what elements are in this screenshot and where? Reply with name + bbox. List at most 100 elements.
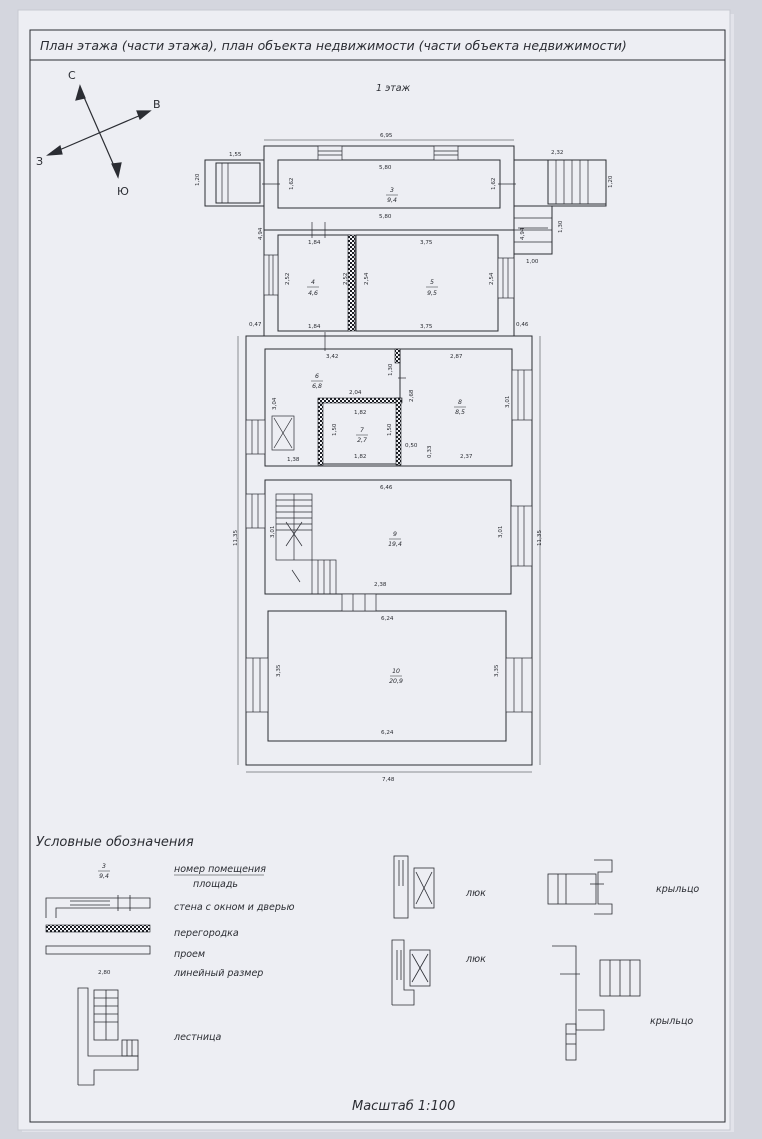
room-number: 8 [458,399,462,406]
dim-room3-right-h: 1,62 [491,178,497,190]
room-number: 4 [311,279,315,286]
legend-porch-2-wall [552,945,605,1031]
compass-east-label: В [153,98,161,111]
room-area: 6,8 [312,383,322,390]
window-left-10 [245,657,269,713]
dim-porch-right-w: 2,32 [551,150,563,156]
porch-left [204,159,265,207]
window-left-9 [245,493,266,529]
dim-room7-right: 1,50 [387,423,393,436]
dim-room7-bottom: 1,82 [354,454,366,460]
legend-area-label: площадь [193,879,238,890]
window-right-10 [505,657,533,713]
dim-room8-left: 2,68 [409,389,415,402]
dim-room5-left: 2,54 [364,272,370,285]
room-area: 8,5 [455,409,465,416]
legend-porch-label-2: крыльцо [650,1016,693,1027]
dim-room10-top: 6,24 [381,616,394,622]
porch-right-steps-box [547,159,607,205]
window-left-6 [245,419,266,455]
dim-room3-left-h: 1,62 [289,178,295,190]
legend-hatch-label-2: люк [465,954,486,965]
legend-hatch-2-sample [391,939,431,1006]
dim-porch-right-h: 1,20 [608,175,614,188]
paper [17,9,731,1131]
legend-stair-landing [121,1039,139,1057]
dim-room4-right: 2,52 [343,273,349,285]
legend-partition-label: перегородка [174,928,239,939]
dim-gap-left: 0,47 [249,322,262,328]
window-left-4 [263,254,279,296]
compass-south-label: Ю [117,185,129,198]
compass-we-line [49,111,149,155]
sheet-frame [29,29,726,1123]
room-number: 7 [360,427,364,434]
legend-porch-1-sample [547,859,613,915]
hatch-cross [285,521,303,547]
legend-dimension-value: 2,80 [98,970,111,976]
dim-room4-bottom: 1,84 [308,324,321,330]
dim-room8-bottom: 2,37 [460,454,473,460]
compass [46,84,152,179]
dim-room6-left: 3,04 [272,397,278,410]
window-top-2 [433,145,459,161]
room-number: 6 [315,373,319,380]
room-labels: 3 9,4 4 4,6 5 9,5 6 6,8 7 2,7 8 8,5 9 19… [307,187,466,685]
dim-small-h: 0,33 [427,445,433,458]
partition-corridor [394,348,401,364]
legend-porch-2-sample [552,945,641,1061]
legend-room-sample: 3 9,4 [98,863,110,880]
dim-total-right: 11,35 [537,530,543,546]
window-right-9 [510,505,533,567]
dim-room8-top: 2,87 [450,354,463,360]
dim-right-upper-h: 4,94 [520,227,526,240]
dim-room10-left: 3,35 [276,664,282,677]
legend-partition-sample [45,924,151,933]
legend-hatch-1-cross [415,871,433,905]
dim-room6-bottom: 1,38 [287,457,300,463]
dim-room5-right: 2,54 [489,272,495,285]
dim-side-stair-w: 1,00 [526,259,539,265]
legend-hatch-1-sample [393,855,435,919]
east-arrow-icon [136,110,152,120]
dim-porch-left-w: 1,55 [229,152,242,158]
legend-hatch-2-box [409,949,431,987]
legend-hatch-2-cross [411,953,429,983]
legend-opening-sample [45,945,151,955]
legend-porch-1-steps [547,873,597,905]
dim-room7-left: 1,50 [332,423,338,436]
legend-stair-label: лестница [173,1032,222,1043]
dim-room5-bottom: 3,75 [420,324,433,330]
room-area: 20,9 [389,678,403,685]
window-right-5 [497,257,515,299]
dim-room9-top: 6,46 [380,485,393,491]
dim-room9-left: 3,01 [270,525,276,538]
dim-left-upper-h: 4,94 [258,227,264,240]
dim-corridor-h: 1,30 [388,363,394,376]
legend-room-number-label: номер помещения [174,864,266,875]
hatch-room-6-box [271,415,295,451]
dim-room10-right: 3,35 [494,664,500,677]
outer-wall-lower [245,335,533,766]
dim-stair-w: 2,38 [374,582,387,588]
dim-room6-top: 3,42 [326,354,338,360]
room-area: 19,4 [388,541,402,548]
room-area: 9,5 [427,290,437,297]
dim-side-stair-h: 1,30 [558,220,564,233]
legend-wall-sample [45,895,151,918]
porch-left-inner [215,162,261,204]
dim-room8-right: 3,01 [505,395,511,408]
legend-wall-outline [45,897,151,918]
hatch-room-6 [271,415,295,451]
dim-room7-top-outer: 2,04 [349,390,362,396]
partition-4-5 [347,234,356,332]
legend-hatch-label-1: люк [465,888,486,899]
room-area: 9,4 [387,197,397,204]
legend-wall-label: стена с окном и дверью [174,902,295,913]
legend-opening-label: проем [174,949,205,960]
dim-room4-top: 1,84 [308,240,321,246]
dim-room10-bottom: 6,24 [381,730,394,736]
porch-steps [221,160,589,379]
